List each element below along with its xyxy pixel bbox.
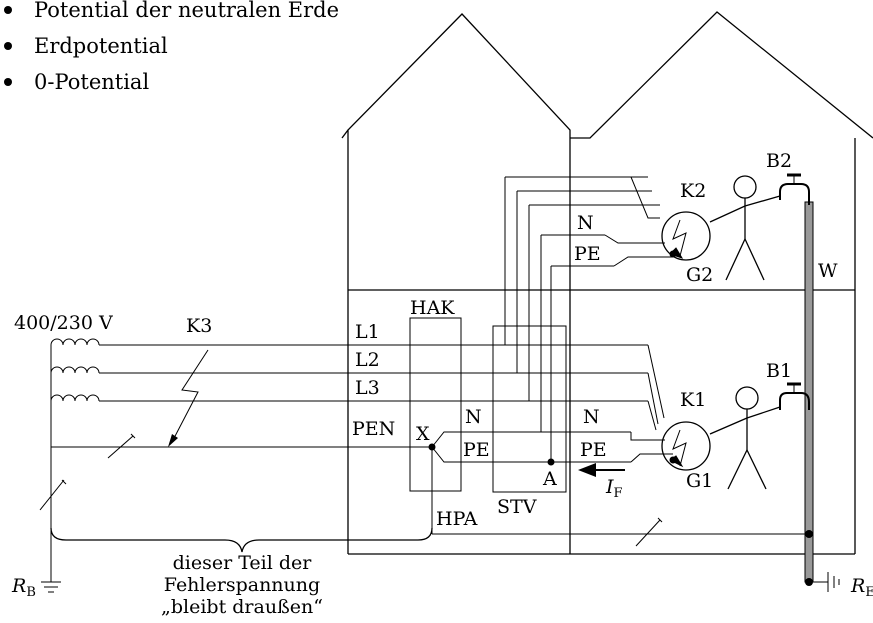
- k2-label: K2: [680, 180, 706, 202]
- note-line-2: Fehlerspannung: [164, 574, 320, 596]
- break-markers: [39, 433, 663, 547]
- transformer-coils: [50, 338, 100, 582]
- pe-label-hak: PE: [463, 439, 490, 461]
- x-label: X: [416, 423, 430, 445]
- person-k2: [709, 175, 781, 281]
- pe-label-k2: PE: [574, 243, 601, 265]
- k1-device: [661, 421, 711, 471]
- water-pipe: [779, 173, 814, 586]
- rb-label: RB: [11, 575, 36, 600]
- g1-label: G1: [686, 470, 713, 492]
- earth-re-symbol: [813, 572, 840, 592]
- if-label: IF: [605, 476, 623, 501]
- k3-fault-arrow: [168, 349, 209, 447]
- if-arrow: [578, 463, 625, 477]
- house-outline: [341, 11, 873, 555]
- note-line-1: dieser Teil der: [173, 552, 313, 574]
- l1-label: L1: [355, 321, 380, 343]
- pe-label-k1: PE: [580, 439, 607, 461]
- person-k1: [709, 386, 781, 490]
- l2-label: L2: [355, 349, 380, 371]
- k1-wiring: [630, 344, 673, 463]
- b2-label: B2: [766, 150, 792, 172]
- a-label: A: [542, 468, 557, 490]
- w-label: W: [818, 260, 838, 282]
- k2-wiring: [504, 176, 673, 462]
- n-pe-split: [428, 431, 809, 535]
- k3-label: K3: [186, 315, 212, 337]
- brace: [50, 527, 433, 553]
- supply-lines: [51, 344, 648, 448]
- n-label-k1: N: [583, 406, 600, 428]
- hak-label: HAK: [410, 297, 455, 319]
- bullet-item: 0-Potential: [0, 64, 339, 100]
- pen-label: PEN: [352, 418, 395, 440]
- earth-rb-symbol: [41, 581, 61, 593]
- note-line-3: „bleibt draußen“: [161, 596, 323, 618]
- l3-label: L3: [355, 377, 380, 399]
- k1-label: K1: [680, 389, 706, 411]
- bullet-list: Potential der neutralen Erde Erdpotentia…: [0, 0, 339, 100]
- hak-box: [409, 317, 462, 492]
- bullet-item: Potential der neutralen Erde: [0, 0, 339, 28]
- voltage-label: 400/230 V: [14, 312, 113, 334]
- k2-device: [661, 211, 711, 261]
- re-label: RE: [850, 575, 873, 600]
- bullet-item: Erdpotential: [0, 28, 339, 64]
- b1-label: B1: [766, 360, 792, 382]
- hpa-label: HPA: [436, 508, 478, 530]
- n-label-hak: N: [465, 406, 482, 428]
- n-label-k2: N: [577, 212, 594, 234]
- stv-label: STV: [497, 496, 537, 518]
- g2-label: G2: [686, 264, 713, 286]
